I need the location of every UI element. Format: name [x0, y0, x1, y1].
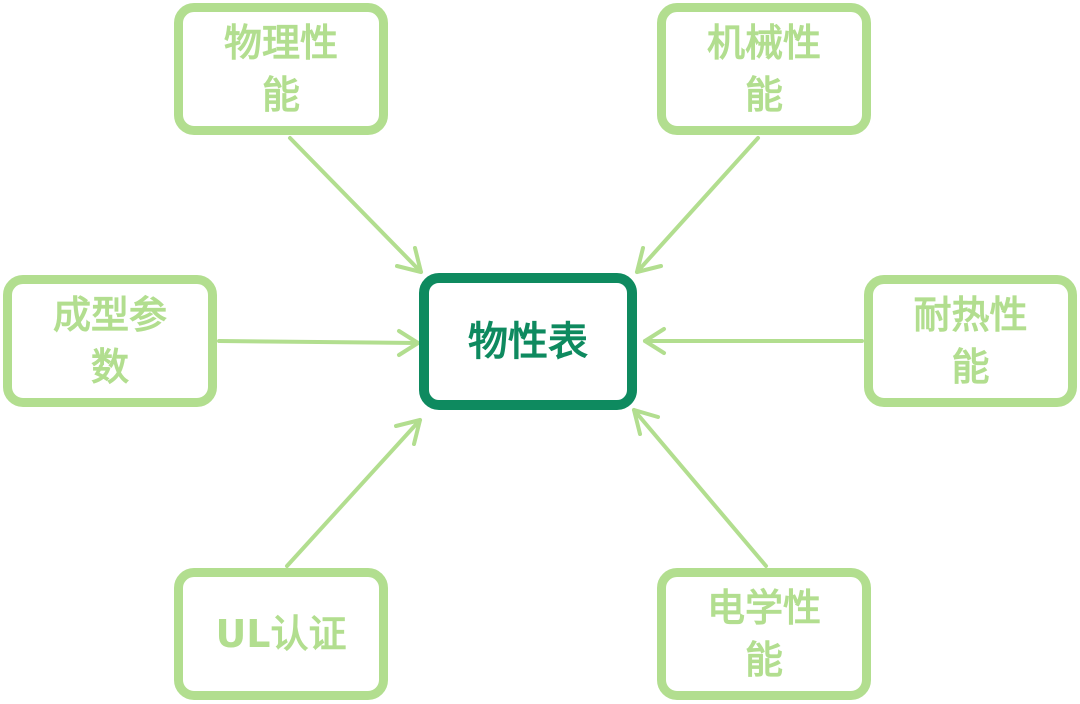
node-electrical-properties: 电学性能: [657, 568, 871, 700]
arrow-ul-to-center: [285, 418, 422, 568]
node-center-label: 物性表: [468, 318, 588, 365]
arrow-molding-to-center: [217, 329, 420, 357]
arrow-thermal-to-center: [643, 327, 864, 355]
arrow-electrical-to-center: [632, 408, 768, 568]
node-physical-properties-label: 物理性能: [223, 21, 338, 117]
node-heat-resistance-label: 耐热性能: [913, 293, 1028, 389]
arrow-mechanical-to-center: [635, 136, 760, 274]
node-mechanical-properties-label: 机械性能: [706, 21, 821, 117]
node-ul-certification-label: UL认证: [215, 612, 347, 656]
node-ul-certification: UL认证: [174, 568, 388, 700]
node-center-property-sheet: 物性表: [419, 273, 637, 410]
node-molding-parameters-label: 成型参数: [52, 293, 167, 389]
arrow-physical-to-center: [288, 136, 423, 274]
node-heat-resistance: 耐热性能: [864, 275, 1077, 407]
node-electrical-properties-label: 电学性能: [706, 586, 821, 682]
node-molding-parameters: 成型参数: [3, 275, 217, 407]
node-mechanical-properties: 机械性能: [657, 3, 871, 135]
node-physical-properties: 物理性能: [174, 3, 388, 135]
